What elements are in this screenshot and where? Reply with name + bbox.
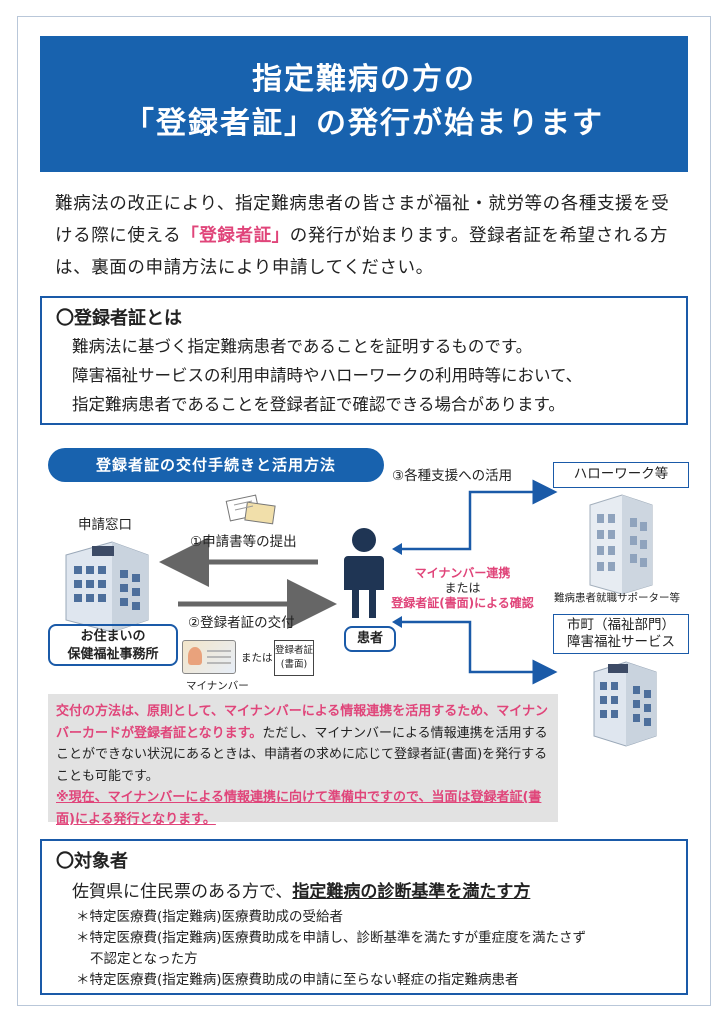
what-is-heading: 〇登録者証とは <box>56 308 182 329</box>
office-line-1: お住まいの <box>80 629 146 644</box>
or-label: または <box>241 652 273 664</box>
mynumber-label: マイナンバー <box>186 680 249 692</box>
hellowork-sub-label: 難病患者就職サポーター等 <box>554 592 680 604</box>
title-line-2: 「登録者証」の発行が始まります <box>124 106 604 141</box>
title-banner: 指定難病の方の 「登録者証」の発行が始まります <box>40 36 688 172</box>
step2-label: ②登録者証の交付 <box>188 615 295 631</box>
target-box: 〇対象者 佐賀県に住民票のある方で、指定難病の診断基準を満たす方 ＊特定医療費(… <box>40 839 688 995</box>
target-item: ＊特定医療費(指定難病)医療費助成の受給者 <box>76 909 344 925</box>
city-box: 市町（福祉部門） 障害福祉サービス <box>553 614 689 654</box>
what-is-box: 〇登録者証とは 難病法に基づく指定難病患者であることを証明するものです。 障害福… <box>40 296 688 425</box>
support-connector-top <box>400 479 558 551</box>
documents-icon <box>225 494 276 525</box>
patient-label-box: 患者 <box>344 626 396 652</box>
what-is-line: 指定難病患者であることを登録者証で確認できる場合があります。 <box>72 395 565 414</box>
what-is-line: 難病法に基づく指定難病患者であることを証明するものです。 <box>72 337 533 356</box>
what-is-line: 障害福祉サービスの利用申請時やハローワークの利用時等において、 <box>72 366 583 385</box>
caption-line-3: 登録者証(書面)による確認 <box>391 596 534 610</box>
target-item: ＊特定医療費(指定難病)医療費助成の申請に至らない軽症の指定難病患者 <box>76 972 519 988</box>
cert-line-2: (書面) <box>280 659 308 670</box>
intro-text-1: 難病法の改正により、指定難病患者の皆さまが福祉・就労等の各種支援を受ける際に使え… <box>55 194 670 246</box>
page-frame <box>17 16 711 1006</box>
target-item: 不認定となった方 <box>90 951 198 967</box>
hellowork-box: ハローワーク等 <box>553 462 689 488</box>
title-line-1: 指定難病の方の <box>252 62 476 97</box>
target-main: 佐賀県に住民票のある方で、指定難病の診断基準を満たす方 <box>56 877 672 907</box>
health-welfare-office-box: お住まいの 保健福祉事務所 <box>48 624 178 666</box>
step3-label: ③各種支援への活用 <box>392 468 513 484</box>
city-building-icon <box>593 661 657 747</box>
target-main-prefix: 佐賀県に住民票のある方で、 <box>72 882 293 902</box>
intro-highlight: 「登録者証」 <box>181 226 290 246</box>
step1-label: ①申請書等の提出 <box>190 534 297 550</box>
target-heading: 〇対象者 <box>56 851 128 872</box>
patient-person-icon <box>344 528 384 618</box>
caption-line-1: マイナンバー連携 <box>414 566 511 580</box>
application-window-label: 申請窓口 <box>78 517 132 533</box>
caption-line-2: または <box>444 581 481 595</box>
paper-certificate-icon: 登録者証 (書面) <box>274 640 314 676</box>
cert-line-1: 登録者証 <box>275 645 314 656</box>
hellowork-building-icon <box>589 494 653 595</box>
support-connector-bottom <box>400 620 558 685</box>
target-main-bold: 指定難病の診断基準を満たす方 <box>292 882 531 902</box>
intro-text-2: の発行が始まります。登録者証を希望される方は、裏面の申請方法により申請してくださ… <box>55 226 669 278</box>
flow-heading-pill: 登録者証の交付手続きと活用方法 <box>48 448 384 482</box>
target-item: ＊特定医療費(指定難病)医療費助成を申請し、診断基準を満たすが重症度を満たさず <box>76 930 587 946</box>
note-black-1: ただし、マイナンバーによる情報連携を活用することができない状況にあるときは、申請… <box>56 725 548 784</box>
note-red-2: ※現在、マイナンバーによる情報連携に向けて準備中ですので、当面は登録者証(書面)… <box>56 790 542 827</box>
city-line-2: 障害福祉サービス <box>567 634 675 650</box>
office-building-icon <box>65 541 149 633</box>
note-red-1: 交付の方法は、原則として、マイナンバーによる情報連携を活用するため、マイナンバー… <box>56 704 549 741</box>
office-line-2: 保健福祉事務所 <box>67 647 159 662</box>
intro-paragraph: 難病法の改正により、指定難病患者の皆さまが福祉・就労等の各種支援を受ける際に使え… <box>55 188 685 284</box>
verification-caption: マイナンバー連携 または 登録者証(書面)による確認 <box>385 566 540 611</box>
city-line-1: 市町（福祉部門） <box>567 617 675 633</box>
mynumber-card-icon <box>182 640 236 674</box>
issuance-note-panel: 交付の方法は、原則として、マイナンバーによる情報連携を活用するため、マイナンバー… <box>48 694 558 827</box>
